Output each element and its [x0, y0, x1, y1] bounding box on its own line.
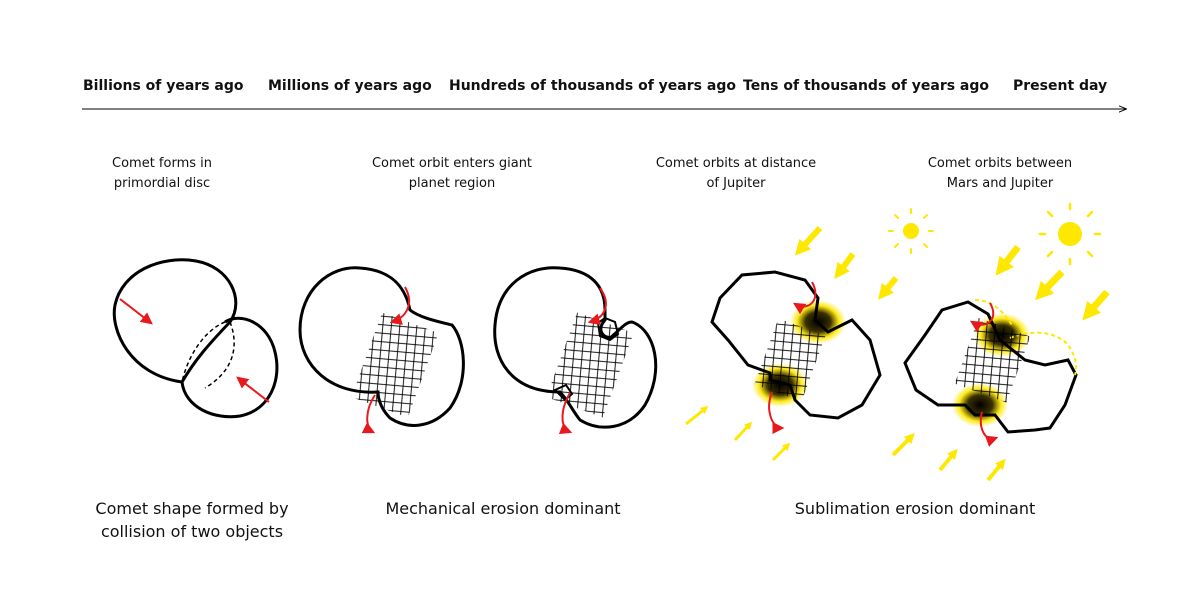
mesh-texture	[351, 312, 439, 418]
comet-stage-2	[298, 266, 465, 434]
comet-stage-1-collision	[112, 258, 279, 419]
sun-icon-small	[888, 208, 934, 254]
sunlight-arrow	[891, 433, 915, 457]
rotation-arrow	[792, 281, 817, 315]
sunlight-arrow	[1034, 269, 1065, 301]
comet-outline	[710, 270, 882, 420]
label-sublimation-erosion: Sublimation erosion dominant	[794, 499, 1036, 518]
eroded-outline-dashed	[974, 299, 1013, 326]
stage-caption-primordial: Comet forms in primordial disc	[112, 156, 212, 191]
timeline-label-millions: Millions of years ago	[268, 78, 432, 94]
comet-outline	[903, 300, 1078, 434]
label-collision: Comet shape formed by collision of two o…	[95, 499, 289, 541]
mesh-texture	[954, 317, 1031, 403]
rotation-arrow	[361, 394, 376, 434]
impact-arrow-left	[119, 298, 153, 325]
sunlight-arrow	[794, 225, 823, 256]
comet-lobe-right	[180, 316, 279, 419]
eroded-outline-dashed	[1009, 331, 1078, 376]
comet-stage-3	[493, 266, 658, 434]
mesh-texture	[754, 318, 826, 402]
rotation-arrow	[587, 287, 607, 326]
sunlight-arrow	[733, 421, 753, 442]
rotation-arrow	[768, 391, 785, 434]
timeline-label-hundreds-thousands: Hundreds of thousands of years ago	[449, 78, 736, 94]
sunlight-arrow	[995, 244, 1021, 276]
sunlight-arrow	[986, 458, 1006, 482]
stage-caption-mars-jupiter: Comet orbits between Mars and Jupiter	[927, 156, 1073, 191]
stage-caption-jupiter: Comet orbits at distance of Jupiter	[655, 156, 817, 191]
rotation-arrow	[969, 302, 995, 333]
timeline-label-present: Present day	[1013, 78, 1108, 94]
label-mechanical-erosion: Mechanical erosion dominant	[385, 499, 621, 518]
rotation-arrow	[979, 411, 999, 447]
stage-caption-giant-planet: Comet orbit enters giant planet region	[371, 156, 533, 191]
timeline-label-billions: Billions of years ago	[83, 78, 244, 94]
sunlight-arrow	[771, 442, 791, 462]
sun-icon-large	[1038, 202, 1102, 266]
timeline-label-tens-thousands: Tens of thousands of years ago	[743, 78, 990, 94]
mesh-texture	[546, 312, 634, 418]
comet-overlap-dashed	[181, 321, 226, 383]
sunlight-arrow	[834, 252, 856, 279]
comet-lobe-left	[112, 258, 238, 384]
impact-arrow-right	[236, 376, 270, 403]
rotation-arrow	[389, 286, 411, 325]
comet-overlap-dashed	[204, 321, 235, 389]
rotation-arrow	[558, 392, 573, 434]
comet-outline	[298, 266, 465, 427]
comet-stage-4	[685, 225, 899, 462]
sunlight-arrow	[938, 448, 958, 472]
sunlight-arrow	[878, 276, 899, 300]
comet-stage-5	[891, 244, 1110, 482]
sunlight-arrow	[685, 406, 709, 426]
sunlight-arrow	[1082, 289, 1110, 321]
